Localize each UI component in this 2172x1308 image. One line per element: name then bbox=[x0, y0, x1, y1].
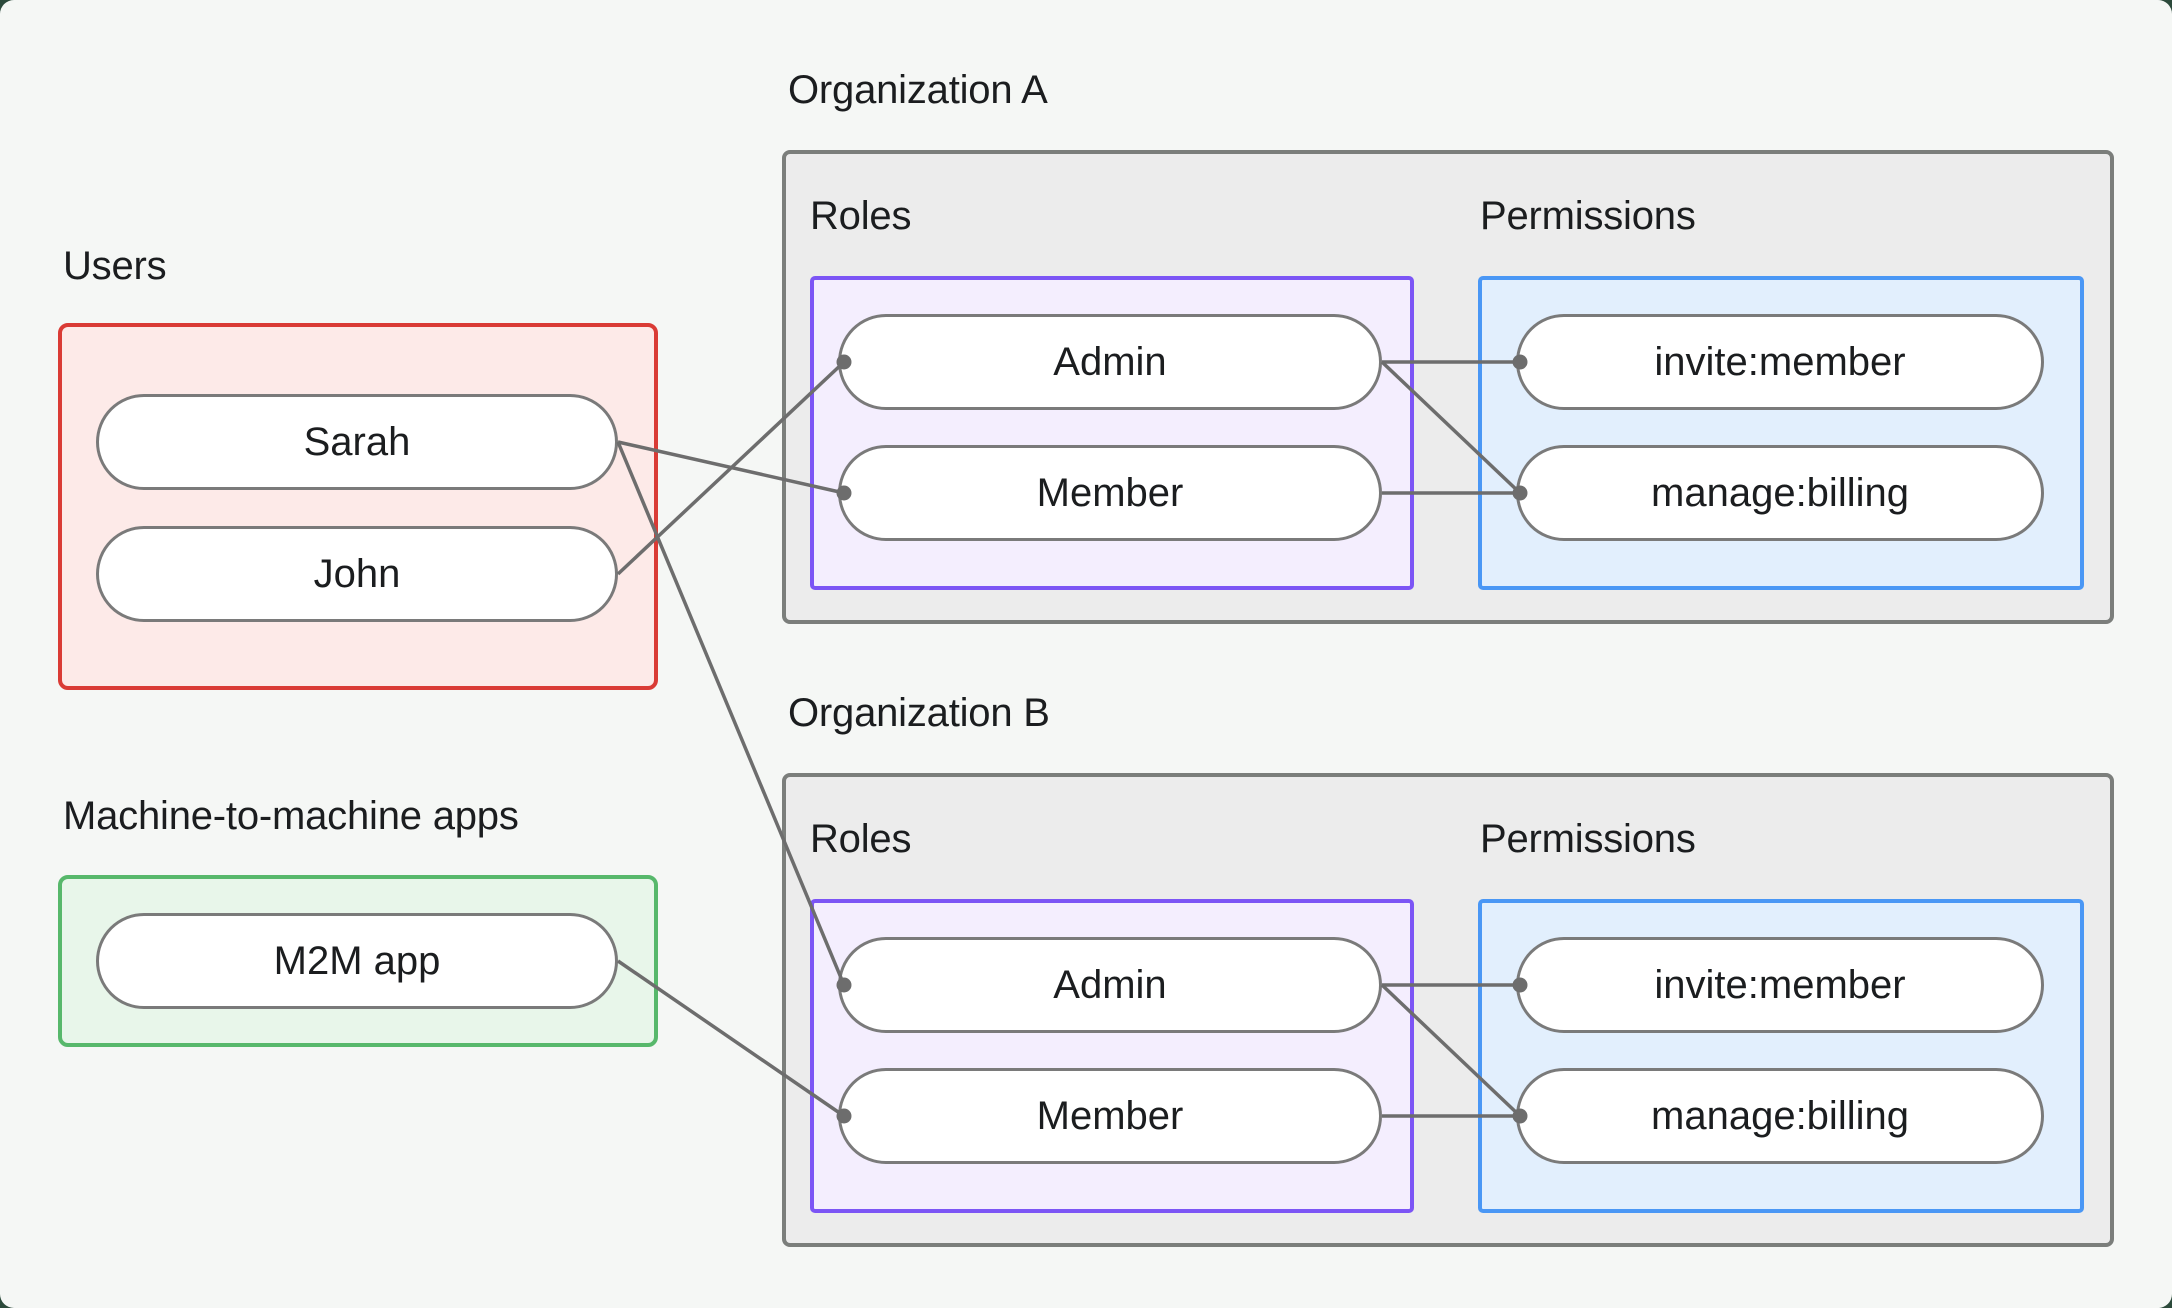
org-b-roles-label: Roles bbox=[810, 817, 912, 861]
org-a-roles-label: Roles bbox=[810, 194, 912, 238]
org-b-role-pill-member: Member bbox=[838, 1068, 1382, 1164]
org-b-permissions-label: Permissions bbox=[1480, 817, 1696, 861]
m2m-section-label: Machine-to-machine apps bbox=[63, 794, 519, 838]
org-b-role-pill-admin: Admin bbox=[838, 937, 1382, 1033]
m2m-pill-app: M2M app bbox=[96, 913, 618, 1009]
user-pill-sarah: Sarah bbox=[96, 394, 618, 490]
users-section-label: Users bbox=[63, 244, 167, 288]
org-a-title: Organization A bbox=[788, 68, 1048, 112]
org-a-role-pill-admin: Admin bbox=[838, 314, 1382, 410]
users-group-box bbox=[58, 323, 658, 690]
org-b-permission-pill-invite-member: invite:member bbox=[1516, 937, 2044, 1033]
user-pill-john: John bbox=[96, 526, 618, 622]
org-a-permission-pill-manage-billing: manage:billing bbox=[1516, 445, 2044, 541]
org-a-permission-pill-invite-member: invite:member bbox=[1516, 314, 2044, 410]
org-a-permissions-label: Permissions bbox=[1480, 194, 1696, 238]
org-a-role-pill-member: Member bbox=[838, 445, 1382, 541]
org-b-title: Organization B bbox=[788, 691, 1050, 735]
org-b-permission-pill-manage-billing: manage:billing bbox=[1516, 1068, 2044, 1164]
